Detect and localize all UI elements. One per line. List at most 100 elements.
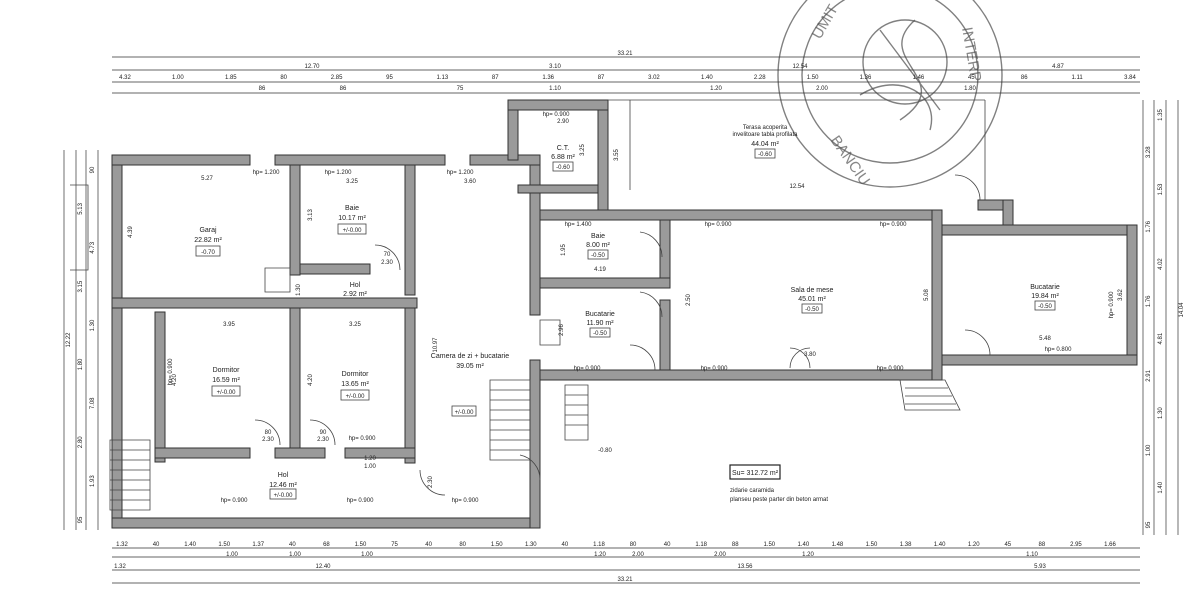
hp-1: hp= 1.200 (253, 170, 281, 176)
right-dimensions: 14.04 1.353.281.531.764.021.764.812.911.… (1142, 100, 1185, 535)
hp-11: hp= 0.900 (347, 498, 375, 504)
dim-right-total: 14.04 (1179, 302, 1185, 318)
dim-right-9: 1.30 (1158, 407, 1164, 419)
idim-baie2-w: 4.19 (594, 267, 606, 273)
room-ct-area: 6.88 m² (551, 154, 575, 161)
room-ct-level: -0.60 (556, 165, 570, 171)
room-terasa-area: 44.04 m² (751, 141, 779, 148)
extra-level: -0.80 (598, 448, 612, 454)
idim-ct-w: 2.90 (557, 119, 569, 125)
dim-top2-17: 45 (968, 75, 975, 81)
room-sala-area: 45.01 m² (798, 296, 826, 303)
dim-top2-4: 80 (280, 75, 287, 81)
dim-top2-14: 1.50 (807, 75, 819, 81)
dim-bot1-25: 1.40 (934, 542, 946, 548)
dim-top2-15: 1.36 (860, 75, 872, 81)
dim-right-3: 1.53 (1158, 183, 1164, 195)
dim-bot2-7: 1.20 (802, 552, 814, 558)
room-bucatarie1-name: Bucatarie (585, 311, 615, 318)
dim-left-5: 1.30 (90, 319, 96, 331)
dim-bot2-8: 1.10 (1026, 552, 1038, 558)
dim-bot1-18: 1.18 (695, 542, 707, 548)
dim-bot2-1: 1.00 (226, 552, 238, 558)
room-baie-name: Baie (345, 205, 359, 212)
room-terasa-name-line: Terasa acoperita (743, 125, 788, 131)
dim-bot3-3: 13.56 (737, 564, 753, 570)
room-camera-name: Camera de zi + bucatarie (431, 353, 510, 360)
dim-bot2-5: 2.00 (632, 552, 644, 558)
dim-bot3-1: 1.32 (114, 564, 126, 570)
dim-top2-16: 1.46 (913, 75, 925, 81)
dim-bot2-4: 1.20 (594, 552, 606, 558)
hp-10: hp= 0.900 (221, 498, 249, 504)
hp-13: hp= 0.800 (1045, 347, 1073, 353)
idim-hol-w: 2.30 (381, 260, 393, 266)
room-bucatarie1-area: 11.90 m² (586, 320, 614, 327)
dim-bot1-2: 40 (153, 542, 160, 548)
dim-bot1-12: 1.50 (491, 542, 503, 548)
inner-dimensions: 5.27 4.39 3.25 3.13 2.30 1.30 3.95 4.20 … (128, 119, 1124, 488)
dim-top2-1: 4.32 (119, 75, 131, 81)
idim-baie-w: 3.25 (346, 179, 358, 185)
room-terasa-name-line: invelitoare tabla profilata (732, 132, 798, 138)
idim-d230a: 2.30 (262, 437, 274, 443)
room-bucatarie1-level: -0.50 (593, 331, 607, 337)
dim-bot1-15: 1.18 (593, 542, 605, 548)
dim-right-10: 1.00 (1146, 444, 1152, 456)
dim-left-total: 12.22 (66, 332, 72, 348)
idim-d80a: 80 (265, 430, 272, 436)
room-terasa-level: -0.60 (758, 152, 772, 158)
room-sala-name: Sala de mese (791, 287, 834, 294)
dim-bot1-4: 1.50 (218, 542, 230, 548)
dim-bot1-14: 40 (562, 542, 569, 548)
dim-bot1-17: 40 (664, 542, 671, 548)
doors (70, 174, 991, 496)
idim-buc2-w: 5.48 (1039, 336, 1051, 342)
dim-bot1-20: 1.50 (763, 542, 775, 548)
dim-bot3-2: 12.40 (315, 564, 331, 570)
dim-right-7: 4.81 (1158, 332, 1164, 344)
dim-top2-3: 1.85 (225, 75, 237, 81)
dim-left-10: 95 (78, 516, 84, 523)
dim-bot1-11: 80 (459, 542, 466, 548)
dim-top2-9: 1.36 (542, 75, 554, 81)
idim-buc1-h: 2.96 (559, 324, 565, 336)
dim-bot1-6: 40 (289, 542, 296, 548)
room-bucatarie2-area: 19.84 m² (1031, 293, 1059, 300)
dim-left-8: 2.80 (78, 436, 84, 448)
dim-top2-8: 87 (492, 75, 499, 81)
dim-right-12: 95 (1146, 521, 1152, 528)
idim-d70: 70 (384, 252, 391, 258)
hp-16: hp= 0.900 (877, 366, 905, 372)
dim-bot1-28: 88 (1039, 542, 1046, 548)
room-dormitor2-area: 13.65 m² (341, 381, 369, 388)
room-ct-name: C.T. (557, 145, 570, 152)
room-hol2-name: Hol (278, 472, 289, 479)
idim-terasa-w: 12.54 (789, 184, 805, 190)
dim-top2-12: 1.40 (701, 75, 713, 81)
window-heights: hp= 1.200 hp= 1.200 hp= 1.200 hp= 0.900 … (168, 112, 1115, 504)
dim-top2-10: 87 (598, 75, 605, 81)
dim-top2-5: 2.85 (331, 75, 343, 81)
room-camera-area: 39.05 m² (456, 363, 484, 370)
idim-dorm2-h: 4.20 (308, 374, 314, 386)
dim-bot1-13: 1.30 (525, 542, 537, 548)
dim-bot1-9: 75 (391, 542, 398, 548)
room-baie2-area: 8.00 m² (586, 242, 610, 249)
idim-garaj-w: 5.27 (201, 176, 213, 182)
room-camera-level: +/-0.00 (455, 410, 475, 416)
dim-left-4: 3.15 (78, 280, 84, 292)
idim-baie-h: 3.13 (308, 209, 314, 221)
dim-bot2-3: 1.00 (361, 552, 373, 558)
dim-top-4: 4.87 (1052, 64, 1064, 70)
dim-bot1-7: 68 (323, 542, 330, 548)
dim-top3-1: 86 (259, 86, 266, 92)
dim-right-6: 1.76 (1146, 295, 1152, 307)
idim-ct-h: 3.25 (580, 144, 586, 156)
dim-bot1-21: 1.40 (798, 542, 810, 548)
dim-left-3: 4.73 (90, 241, 96, 253)
room-dormitor2-level: +/-0.00 (346, 394, 366, 400)
hp-5: hp= 1.400 (565, 222, 593, 228)
idim-dorm1-w: 3.95 (223, 322, 235, 328)
